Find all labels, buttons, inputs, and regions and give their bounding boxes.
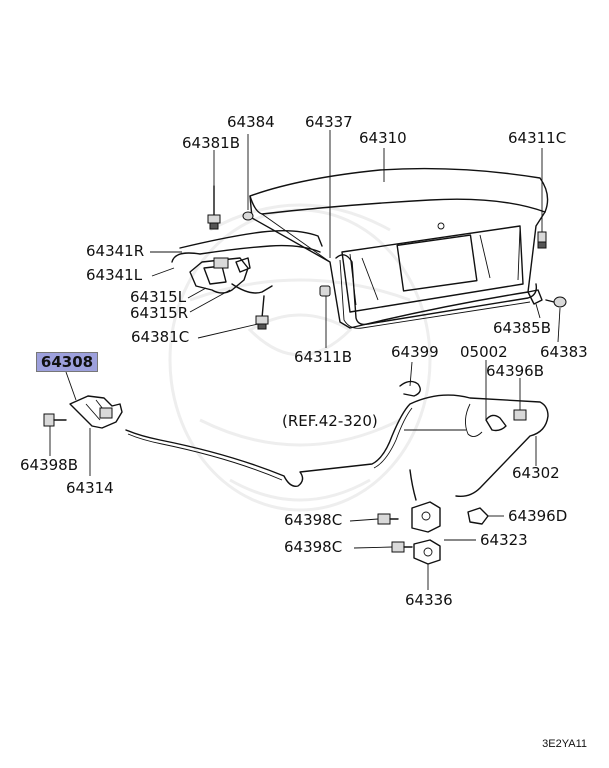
label-64341l: 64341L (86, 266, 143, 284)
label-64396b: 64396B (486, 362, 545, 380)
label-64323: 64323 (480, 531, 528, 549)
label-64396d: 64396D (508, 507, 568, 525)
label-64337: 64337 (305, 113, 353, 131)
trunk-lid (249, 167, 549, 329)
lid-lock (69, 395, 123, 429)
bolt-64381c (255, 295, 269, 330)
part-05002 (465, 403, 507, 437)
label-64336: 64336 (405, 591, 453, 609)
torsion-bar-r (179, 229, 323, 249)
clip-64385b (527, 289, 543, 305)
label-64383: 64383 (540, 343, 588, 361)
bolt-64398c-lower (391, 541, 413, 553)
nut-64384 (242, 211, 254, 221)
torsion-bar-l (171, 244, 321, 263)
label-64381b: 64381B (182, 134, 241, 152)
label-64315l: 64315L (130, 288, 187, 306)
label-64398b: 64398B (20, 456, 79, 474)
bolt-64398b (43, 413, 67, 427)
bolt-64398c-upper (377, 513, 399, 525)
label-64384: 64384 (227, 113, 275, 131)
bumper-64311c (537, 231, 547, 249)
lock-striker (409, 469, 441, 533)
label-64341r: 64341R (86, 242, 145, 260)
label-64398c-lower: 64398C (284, 538, 343, 556)
clamp-64399 (399, 380, 421, 397)
label-64302: 64302 (512, 464, 560, 482)
diagram-code: 3E2YA11 (542, 738, 587, 750)
label-64311c: 64311C (508, 129, 567, 147)
label-ref-42-320: (REF.42-320) (282, 412, 378, 430)
label-64310: 64310 (359, 129, 407, 147)
bolt-64383 (545, 296, 567, 308)
weatherstrip (335, 254, 538, 326)
label-64311b: 64311B (294, 348, 353, 366)
bumper-64311b (319, 285, 331, 297)
label-64385b: 64385B (493, 319, 552, 337)
label-64398c-upper: 64398C (284, 511, 343, 529)
label-64381c: 64381C (131, 328, 190, 346)
label-05002: 05002 (460, 343, 508, 361)
striker-64336 (413, 539, 441, 565)
label-64308-highlighted[interactable]: 64308 (36, 352, 98, 372)
clamp-64396d (467, 507, 489, 525)
label-64399: 64399 (391, 343, 439, 361)
leader-lines (49, 130, 561, 590)
clamp-64396b (513, 409, 527, 421)
bolt-64381b (207, 185, 221, 230)
label-64315r: 64315R (130, 304, 189, 322)
release-cable (125, 394, 549, 498)
label-64314: 64314 (66, 479, 114, 497)
